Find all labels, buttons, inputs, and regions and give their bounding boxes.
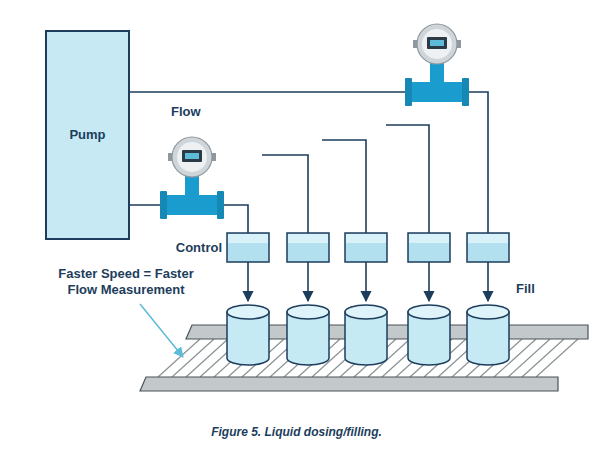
speed-note: Faster Speed = Faster Flow Measurement bbox=[46, 266, 206, 299]
control-label: Control bbox=[140, 240, 222, 256]
control-box bbox=[408, 233, 450, 262]
pump-box: Pump bbox=[45, 30, 130, 240]
container bbox=[408, 305, 450, 365]
container bbox=[287, 305, 329, 365]
container bbox=[345, 305, 387, 365]
flow-meter bbox=[405, 24, 469, 106]
fill-containers bbox=[227, 305, 509, 365]
control-box bbox=[287, 233, 329, 262]
fill-arrow bbox=[365, 262, 367, 301]
container bbox=[227, 305, 269, 365]
node-text: Pump bbox=[69, 127, 105, 143]
control-box bbox=[345, 233, 387, 262]
fill-arrow bbox=[247, 262, 249, 301]
pipe-line bbox=[130, 92, 488, 233]
flow-meter bbox=[160, 137, 224, 219]
belt-slat bbox=[536, 339, 578, 377]
pipe-line bbox=[262, 155, 308, 233]
flow-meters bbox=[160, 24, 469, 219]
fill-arrow bbox=[428, 262, 430, 301]
fill-arrow bbox=[487, 262, 489, 301]
control-box bbox=[227, 233, 269, 262]
pipe-line bbox=[386, 125, 429, 233]
figure-caption: Figure 5. Liquid dosing/filling. bbox=[0, 425, 593, 439]
control-valves bbox=[227, 233, 509, 262]
fill-label: Fill bbox=[516, 281, 535, 297]
belt-rail bbox=[140, 377, 558, 391]
leader-arrow bbox=[140, 304, 183, 357]
container bbox=[467, 305, 509, 365]
fill-arrow bbox=[307, 262, 309, 301]
pipe-line bbox=[322, 140, 366, 233]
control-box bbox=[467, 233, 509, 262]
flow-label: Flow bbox=[171, 104, 201, 120]
